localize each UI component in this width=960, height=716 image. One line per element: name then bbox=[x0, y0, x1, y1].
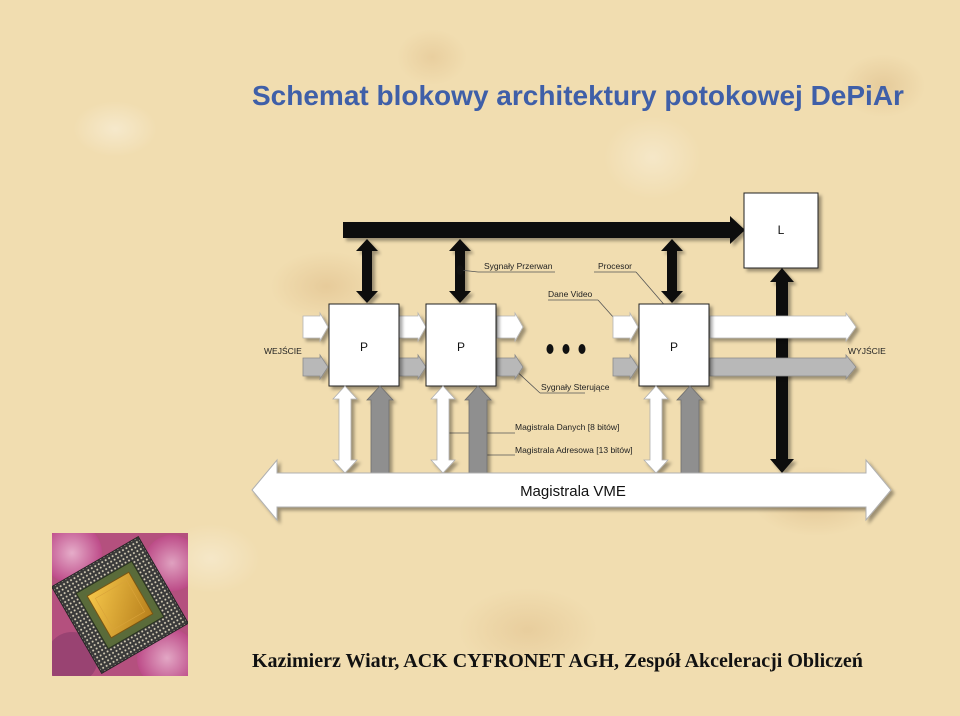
control-signals-label: Sygnały Sterujące bbox=[541, 382, 610, 392]
data-bus-label: Magistrala Danych [8 bitów] bbox=[515, 422, 619, 432]
black-double-arrow-1 bbox=[356, 239, 378, 303]
ellipsis-dot bbox=[563, 344, 570, 354]
footer-credit: Kazimierz Wiatr, ACK CYFRONET AGH, Zespó… bbox=[252, 650, 863, 673]
block-p-3-label: P bbox=[670, 340, 678, 354]
address-bus-label: Magistrala Adresowa [13 bitów] bbox=[515, 445, 633, 455]
video-data-label: Dane Video bbox=[548, 289, 593, 299]
annotation-dot bbox=[457, 265, 464, 275]
vme-bus-label: Magistrala VME bbox=[520, 483, 626, 500]
block-l-label: L bbox=[778, 223, 785, 237]
black-double-arrow-3 bbox=[661, 239, 683, 303]
ellipsis-dot bbox=[579, 344, 586, 354]
interrupt-signals-label: Sygnały Przerwan bbox=[484, 261, 553, 271]
ellipsis-dot bbox=[547, 344, 554, 354]
output-label: WYJŚCIE bbox=[848, 345, 886, 356]
top-black-bus-arrow bbox=[343, 216, 745, 244]
block-p-2-label: P bbox=[457, 340, 465, 354]
block-p-1-label: P bbox=[360, 340, 368, 354]
input-label: WEJŚCIE bbox=[264, 345, 302, 356]
processor-chip-photo bbox=[52, 533, 188, 676]
processor-label: Procesor bbox=[598, 261, 632, 271]
